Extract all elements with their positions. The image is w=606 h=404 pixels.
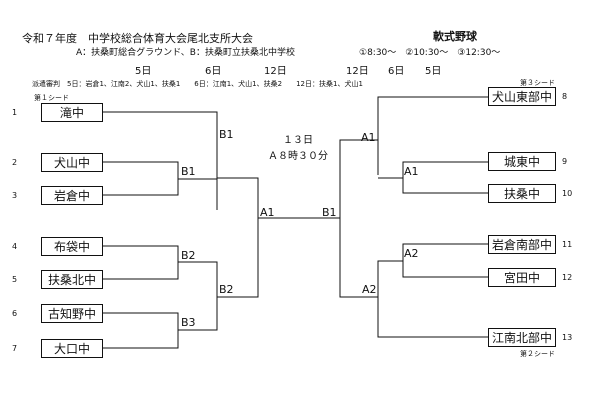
team-number: 5 <box>12 275 18 284</box>
date-right-3: 5日 <box>425 66 442 77</box>
team-number: 9 <box>562 157 568 166</box>
date-right-2: 6日 <box>388 66 405 77</box>
game-label-right-r1-2: A2 <box>404 247 419 260</box>
final-date: １３日 <box>283 135 313 146</box>
team-number: 13 <box>562 333 573 342</box>
team-box-iwakuranambu: 岩倉南部中 <box>488 235 556 254</box>
team-box-hotei: 布袋中 <box>41 237 103 256</box>
team-box-inuyama: 犬山中 <box>41 153 103 172</box>
game-label-final-a1: A1 <box>260 206 275 219</box>
date-left-1: 5日 <box>135 66 152 77</box>
tournament-title: 令和７年度 中学校総合体育大会尾北支所大会 <box>22 32 253 45</box>
team-number: 6 <box>12 309 18 318</box>
game-label-final-b1: B1 <box>322 206 337 219</box>
team-box-fusokita: 扶桑北中 <box>41 270 103 289</box>
team-box-fuso: 扶桑中 <box>488 184 556 203</box>
team-box-konanhokubu: 江南北部中 <box>488 328 556 347</box>
team-box-taki: 滝中 <box>41 103 103 122</box>
date-left-2: 6日 <box>205 66 222 77</box>
date-left-3: 12日 <box>264 66 287 77</box>
game-label-left-r1-2: B2 <box>181 249 196 262</box>
game-label-left-semi2: B2 <box>219 283 234 296</box>
game-label-left-r1-1: B1 <box>181 165 196 178</box>
team-box-joto: 城東中 <box>488 152 556 171</box>
team-number: 12 <box>562 273 573 282</box>
seed-2-label: 第２シード <box>520 350 555 358</box>
team-number: 7 <box>12 344 18 353</box>
venue-info: A：扶桑町総合グラウンド、B：扶桑町立扶桑北中学校 <box>76 48 295 58</box>
game-label-right-r1-1: A1 <box>404 165 419 178</box>
time-slots: ①8:30～ ②10:30～ ③12:30～ <box>359 48 501 58</box>
team-number: 8 <box>562 92 568 101</box>
game-label-left-semi1: B1 <box>219 128 234 141</box>
game-label-right-semi1: A1 <box>361 131 376 144</box>
team-number: 10 <box>562 189 573 198</box>
game-label-left-r1-3: B3 <box>181 316 196 329</box>
seed-3-label: 第３シード <box>520 79 555 87</box>
game-label-right-semi2: A2 <box>362 283 377 296</box>
team-box-inuyamatobu: 犬山東部中 <box>488 87 556 106</box>
team-number: 3 <box>12 191 18 200</box>
team-number: 2 <box>12 158 18 167</box>
team-box-kochino: 古知野中 <box>41 304 103 323</box>
team-number: 1 <box>12 108 18 117</box>
final-time: Ａ８時３０分 <box>268 151 328 162</box>
team-number: 11 <box>562 240 573 249</box>
team-box-oguchi: 大口中 <box>41 339 103 358</box>
team-box-iwakura: 岩倉中 <box>41 186 103 205</box>
team-number: 4 <box>12 242 18 251</box>
date-right-1: 12日 <box>346 66 369 77</box>
sport-name: 軟式野球 <box>433 30 477 43</box>
team-box-miyata: 宮田中 <box>488 268 556 287</box>
seed-1-label: 第１シード <box>34 94 69 102</box>
umpire-assignment: 派遣審判 5日：岩倉1、江南2、犬山1、扶桑1 6日：江南1、犬山1、扶桑2 1… <box>32 80 363 88</box>
